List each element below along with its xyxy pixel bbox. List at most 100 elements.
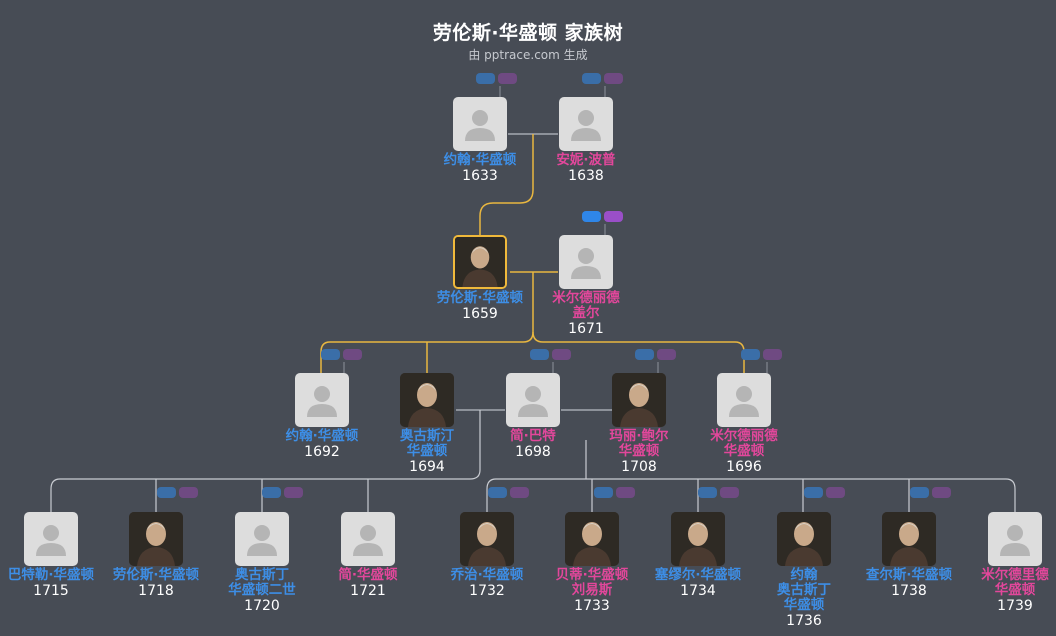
person-name: 米尔德丽德 华盛顿 bbox=[710, 428, 778, 459]
person-card[interactable]: 贝蒂·华盛顿 刘易斯 1733 bbox=[537, 512, 647, 614]
photo-slot bbox=[129, 512, 183, 566]
mother-link-icon[interactable] bbox=[604, 211, 623, 222]
parent-links-charles[interactable] bbox=[910, 487, 954, 499]
avatar-placeholder-icon bbox=[307, 386, 337, 417]
birth-year: 1671 bbox=[568, 321, 604, 337]
person-card[interactable]: 简·华盛顿 1721 bbox=[313, 512, 423, 599]
person-card[interactable]: 查尔斯·华盛顿 1738 bbox=[854, 512, 964, 599]
person-card[interactable]: 乔治·华盛顿 1732 bbox=[432, 512, 542, 599]
birth-year: 1694 bbox=[409, 459, 445, 475]
avatar-placeholder-icon bbox=[465, 110, 495, 141]
father-link-icon[interactable] bbox=[910, 487, 929, 498]
person-card[interactable]: 约翰·华盛顿 1633 bbox=[425, 97, 535, 184]
birth-year: 1739 bbox=[997, 598, 1033, 614]
photo-slot bbox=[777, 512, 831, 566]
photo-slot bbox=[460, 512, 514, 566]
parent-links-george[interactable] bbox=[488, 487, 532, 499]
birth-year: 1720 bbox=[244, 598, 280, 614]
person-card[interactable]: 塞缪尔·华盛顿 1734 bbox=[643, 512, 753, 599]
mother-link-icon[interactable] bbox=[552, 349, 571, 360]
father-link-icon[interactable] bbox=[262, 487, 281, 498]
mother-link-icon[interactable] bbox=[179, 487, 198, 498]
parent-links-samuel[interactable] bbox=[698, 487, 742, 499]
father-link-icon[interactable] bbox=[635, 349, 654, 360]
parent-links-betty[interactable] bbox=[594, 487, 638, 499]
page-subtitle: 由 pptrace.com 生成 bbox=[468, 48, 588, 62]
portrait-icon bbox=[671, 512, 725, 566]
portrait-icon bbox=[455, 237, 505, 287]
parent-links-john3[interactable] bbox=[804, 487, 848, 499]
portrait-icon bbox=[777, 512, 831, 566]
father-link-icon[interactable] bbox=[488, 487, 507, 498]
person-card[interactable]: 约翰 奥古斯丁 华盛顿 1736 bbox=[749, 512, 859, 629]
mother-link-icon[interactable] bbox=[284, 487, 303, 498]
person-card[interactable]: 巴特勒·华盛顿 1715 bbox=[0, 512, 106, 599]
person-card[interactable]: 简·巴特 1698 bbox=[478, 373, 588, 460]
person-name: 奥古斯汀 华盛顿 bbox=[400, 428, 454, 459]
birth-year: 1718 bbox=[138, 583, 174, 599]
photo-slot bbox=[235, 512, 289, 566]
person-card[interactable]: 玛丽·鲍尔 华盛顿 1708 bbox=[584, 373, 694, 475]
father-link-icon[interactable] bbox=[530, 349, 549, 360]
person-name: 巴特勒·华盛顿 bbox=[7, 567, 95, 583]
birth-year: 1721 bbox=[350, 583, 386, 599]
person-name: 玛丽·鲍尔 华盛顿 bbox=[609, 428, 669, 459]
avatar-placeholder-icon bbox=[247, 525, 277, 556]
person-name: 塞缪尔·华盛顿 bbox=[654, 567, 742, 583]
photo-slot bbox=[612, 373, 666, 427]
father-link-icon[interactable] bbox=[476, 73, 495, 84]
birth-year: 1696 bbox=[726, 459, 762, 475]
portrait-icon bbox=[565, 512, 619, 566]
photo-slot bbox=[882, 512, 936, 566]
mother-link-icon[interactable] bbox=[763, 349, 782, 360]
mother-link-icon[interactable] bbox=[720, 487, 739, 498]
avatar-placeholder-icon bbox=[36, 525, 66, 556]
mother-link-icon[interactable] bbox=[498, 73, 517, 84]
photo-slot bbox=[559, 235, 613, 289]
parent-links-john[interactable] bbox=[476, 73, 520, 85]
person-card[interactable]: 奥古斯汀 华盛顿 1694 bbox=[372, 373, 482, 475]
person-name: 奥古斯丁 华盛顿二世 bbox=[228, 567, 296, 598]
parent-links-anne[interactable] bbox=[582, 73, 626, 85]
father-link-icon[interactable] bbox=[321, 349, 340, 360]
mother-link-icon[interactable] bbox=[604, 73, 623, 84]
birth-year: 1638 bbox=[568, 168, 604, 184]
father-link-icon[interactable] bbox=[594, 487, 613, 498]
mother-link-icon[interactable] bbox=[616, 487, 635, 498]
photo-slot bbox=[453, 97, 507, 151]
person-card[interactable]: 约翰·华盛顿 1692 bbox=[267, 373, 377, 460]
person-card[interactable]: 米尔德丽德 盖尔 1671 bbox=[531, 235, 641, 337]
mother-link-icon[interactable] bbox=[932, 487, 951, 498]
parent-links-mildred2[interactable] bbox=[741, 349, 785, 361]
person-card[interactable]: 安妮·波普 1638 bbox=[531, 97, 641, 184]
parent-links-lawrence2[interactable] bbox=[157, 487, 201, 499]
mother-link-icon[interactable] bbox=[510, 487, 529, 498]
parent-links-mary[interactable] bbox=[635, 349, 679, 361]
mother-link-icon[interactable] bbox=[657, 349, 676, 360]
person-card[interactable]: 米尔德丽德 华盛顿 1696 bbox=[689, 373, 799, 475]
father-link-icon[interactable] bbox=[804, 487, 823, 498]
father-link-icon[interactable] bbox=[157, 487, 176, 498]
father-link-icon[interactable] bbox=[741, 349, 760, 360]
mother-link-icon[interactable] bbox=[826, 487, 845, 498]
person-card[interactable]: 劳伦斯·华盛顿 1659 bbox=[425, 235, 535, 322]
father-link-icon[interactable] bbox=[698, 487, 717, 498]
father-link-icon[interactable] bbox=[582, 211, 601, 222]
person-card[interactable]: 奥古斯丁 华盛顿二世 1720 bbox=[207, 512, 317, 614]
parent-links-augustine2[interactable] bbox=[262, 487, 306, 499]
parent-links-mildred[interactable] bbox=[582, 211, 626, 223]
person-name: 查尔斯·华盛顿 bbox=[865, 567, 953, 583]
parent-links-john2[interactable] bbox=[321, 349, 365, 361]
birth-year: 1698 bbox=[515, 444, 551, 460]
page-title: 劳伦斯·华盛顿 家族树 bbox=[432, 22, 624, 44]
person-card[interactable]: 米尔德里德 华盛顿 1739 bbox=[960, 512, 1056, 614]
portrait-icon bbox=[882, 512, 936, 566]
birth-year: 1736 bbox=[786, 613, 822, 629]
person-name: 约翰·华盛顿 bbox=[443, 152, 517, 168]
portrait-icon bbox=[460, 512, 514, 566]
mother-link-icon[interactable] bbox=[343, 349, 362, 360]
father-link-icon[interactable] bbox=[582, 73, 601, 84]
parent-links-jane[interactable] bbox=[530, 349, 574, 361]
person-card[interactable]: 劳伦斯·华盛顿 1718 bbox=[101, 512, 211, 599]
